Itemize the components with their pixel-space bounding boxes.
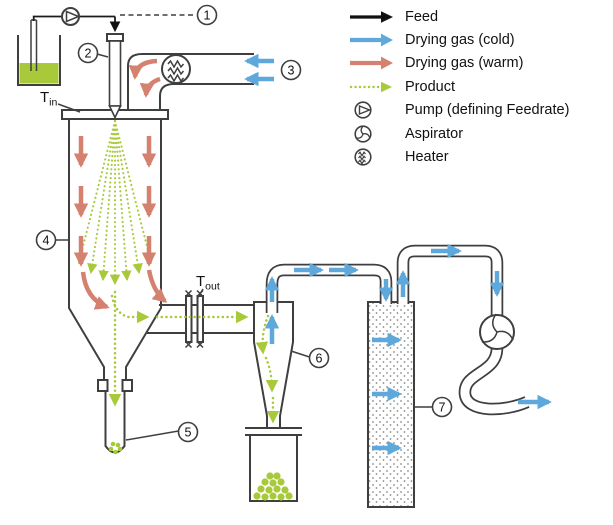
legend-item-feed: Feed xyxy=(349,5,569,28)
legend-item-heater: Heater xyxy=(349,145,569,168)
callout-5-leader xyxy=(125,430,179,441)
callout-6-leader xyxy=(290,350,310,358)
legend-label: Drying gas (cold) xyxy=(405,32,515,49)
svg-text:3: 3 xyxy=(288,63,295,77)
svg-text:2: 2 xyxy=(85,46,92,60)
svg-text:1: 1 xyxy=(204,8,211,22)
t-in-label: Tin xyxy=(40,89,81,113)
tank-liquid xyxy=(19,63,59,84)
cold-gas-arrows xyxy=(244,53,552,456)
legend-label: Pump (defining Feedrate) xyxy=(405,102,570,119)
bottom-clamp xyxy=(121,379,133,392)
aspirator-icon xyxy=(349,125,397,143)
callout-4: 4 xyxy=(35,229,57,251)
legend-label: Heater xyxy=(405,149,449,166)
legend: Feed Drying gas (cold) Drying gas (warm)… xyxy=(349,5,569,169)
t-out-label: Tout xyxy=(196,273,220,300)
product-jar xyxy=(249,434,298,502)
heater-icon xyxy=(349,148,397,166)
spray-nozzle xyxy=(106,33,124,120)
heater-symbol xyxy=(161,54,191,84)
callout-6: 6 xyxy=(308,347,330,369)
svg-text:6: 6 xyxy=(316,351,323,365)
flange-plate xyxy=(185,295,193,343)
svg-text:Tout: Tout xyxy=(196,273,220,293)
product-pile-in-jar xyxy=(253,472,293,501)
feed-line xyxy=(32,14,196,33)
flange-plate xyxy=(196,295,204,343)
warm-gas-arrow-icon xyxy=(349,54,397,72)
warm-gas-duct xyxy=(127,53,254,111)
svg-text:7: 7 xyxy=(439,400,446,414)
legend-item-warm-gas: Drying gas (warm) xyxy=(349,52,569,75)
legend-label: Drying gas (warm) xyxy=(405,55,524,72)
legend-label: Aspirator xyxy=(405,125,464,142)
pump-symbol xyxy=(61,7,81,26)
svg-text:5: 5 xyxy=(185,425,192,439)
legend-item-pump: Pump (defining Feedrate) xyxy=(349,99,569,122)
legend-label: Product xyxy=(405,78,455,95)
callout-7: 7 xyxy=(431,396,453,418)
warm-gas-arrows xyxy=(73,58,168,310)
callout-2-leader xyxy=(96,53,109,58)
legend-label: Feed xyxy=(405,8,439,25)
svg-text:Tin: Tin xyxy=(40,89,58,109)
pipe-filter-to-aspirator xyxy=(396,244,504,320)
product-in-vessel xyxy=(108,441,123,455)
cyclone xyxy=(245,301,302,502)
callout-5: 5 xyxy=(177,421,199,443)
exhaust-hose xyxy=(458,347,530,416)
svg-text:4: 4 xyxy=(43,233,50,247)
aspirator-symbol xyxy=(479,313,515,350)
pump-icon xyxy=(349,101,397,119)
legend-item-cold-gas: Drying gas (cold) xyxy=(349,28,569,51)
callout-3: 3 xyxy=(280,59,302,81)
product-spray-cone xyxy=(75,119,155,286)
legend-item-product: Product xyxy=(349,75,569,98)
callout-1: 1 xyxy=(196,4,218,26)
feed-tank xyxy=(17,19,61,86)
bottom-clamp xyxy=(97,379,109,392)
bag-filter xyxy=(367,301,415,508)
feed-arrow-icon xyxy=(349,8,397,26)
cold-gas-arrow-icon xyxy=(349,31,397,49)
legend-item-aspirator: Aspirator xyxy=(349,122,569,145)
product-arrow-icon xyxy=(349,78,397,96)
jar-lid xyxy=(245,427,302,436)
callout-2: 2 xyxy=(77,42,99,64)
product-flow xyxy=(108,290,280,424)
